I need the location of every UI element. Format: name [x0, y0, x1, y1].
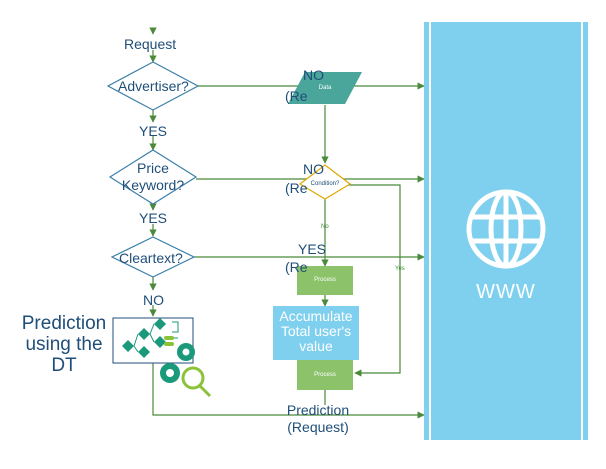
branch3-yes-label: YES	[298, 241, 327, 257]
dt-title-line1: Prediction	[21, 313, 107, 334]
branch1-request-label: (Re	[285, 88, 308, 104]
request-label: Request	[124, 36, 177, 52]
yes-label-1: YES	[139, 123, 168, 139]
accumulate-box: Accumulate Total user's value	[273, 306, 359, 360]
prediction-request-label: Prediction (Request)	[278, 402, 358, 436]
diamond-cleartext	[110, 236, 196, 278]
price-question-line1: Price	[137, 160, 169, 176]
condition-yes-label: Yes	[395, 266, 405, 272]
dt-title-line3: DT	[51, 355, 77, 376]
prediction-dt-title: Prediction using the DT	[18, 313, 110, 376]
dt-title-line2: using the	[25, 334, 103, 355]
condition-label: Condition?	[310, 181, 340, 187]
gear-icon	[160, 343, 195, 383]
condition-diamond	[298, 164, 352, 200]
advertiser-question: Advertiser?	[118, 78, 189, 94]
price-keyword-question: Price Keyword?	[115, 160, 191, 194]
process-2-label: Process	[314, 372, 336, 378]
condition-no-label: No	[321, 224, 329, 230]
branch2-request-label: (Re	[285, 180, 308, 196]
prediction-line2: (Request)	[287, 419, 349, 435]
branch1-no-label: NO	[303, 67, 324, 83]
price-question-line2: Keyword?	[121, 177, 185, 193]
diamond-price-keyword	[108, 149, 198, 205]
prediction-line1: Prediction	[286, 402, 350, 418]
no-label-final: NO	[143, 292, 164, 308]
process-flow-lines	[321, 105, 401, 405]
accumulate-line3: value	[299, 338, 333, 354]
accumulate-line1: Accumulate	[279, 308, 353, 324]
cleartext-question: Cleartext?	[119, 250, 183, 266]
process-1-label: Process	[314, 277, 336, 283]
data-label: Data	[318, 85, 332, 91]
process-box-2	[297, 360, 353, 390]
branch3-request-label: (Re	[285, 259, 308, 275]
process-box-1	[297, 266, 353, 295]
diamond-advertiser	[106, 61, 200, 111]
data-parallelogram	[288, 72, 362, 104]
yes-label-2: YES	[139, 210, 168, 226]
globe-icon	[466, 189, 546, 269]
accumulate-line2: Total user's	[280, 323, 352, 339]
magnifier-icon	[181, 366, 212, 398]
www-label: WWW	[476, 281, 536, 303]
branch2-no-label: NO	[303, 161, 324, 177]
